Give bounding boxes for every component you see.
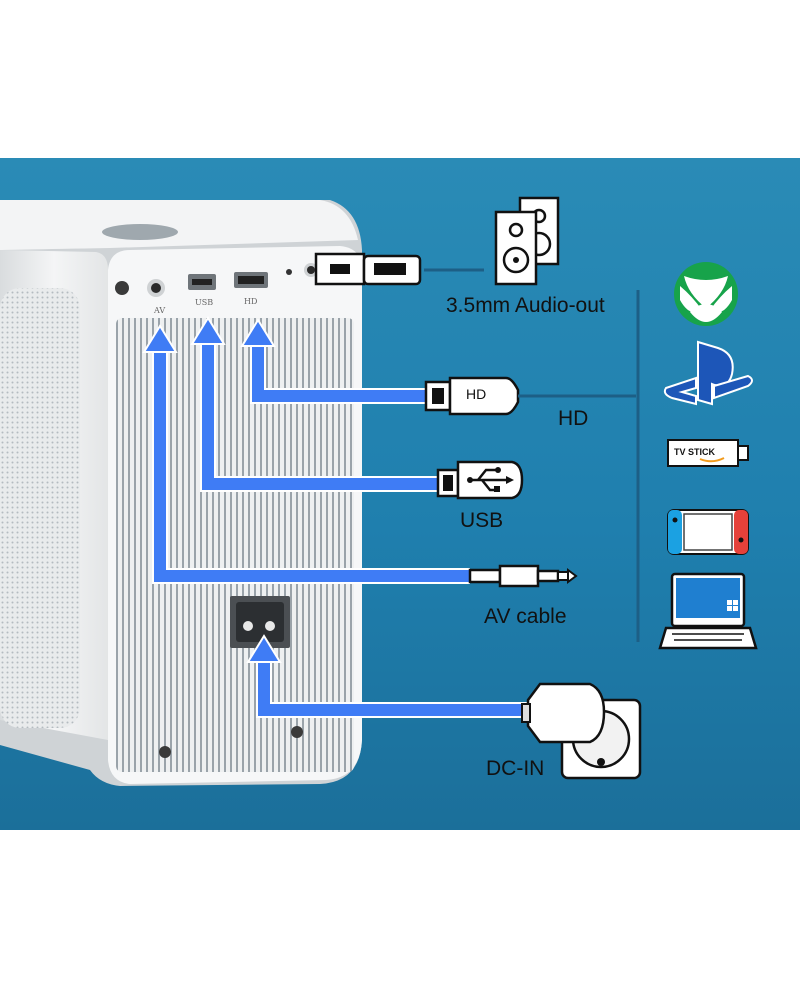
playstation-icon — [663, 340, 753, 406]
usb-plug-icon — [436, 460, 524, 500]
connection-arrows — [152, 342, 530, 718]
tv-stick-label: TV STICK — [674, 447, 716, 457]
audio-out-label: 3.5mm Audio-out — [446, 294, 605, 317]
port-label-hd: HD — [244, 297, 258, 306]
av-cable-label: AV cable — [484, 605, 567, 628]
av-plug-icon — [468, 564, 578, 588]
dc-in-label: DC-IN — [486, 757, 545, 780]
arrow-heads — [142, 316, 282, 663]
tv-stick-icon: TV STICK — [667, 439, 749, 467]
xbox-icon — [674, 262, 738, 326]
hd-plug-label: HD — [466, 386, 487, 402]
audio-plug-icon — [314, 252, 422, 286]
projector — [0, 200, 362, 786]
port-label-usb: USB — [195, 298, 214, 307]
port-label-av: AV — [154, 306, 166, 315]
speaker-icon — [494, 196, 560, 286]
hd-plug-icon — [424, 376, 520, 416]
usb-label: USB — [460, 509, 504, 532]
power-plug-icon — [521, 682, 642, 780]
switch-icon — [667, 509, 749, 555]
laptop-icon — [658, 572, 758, 650]
hd-label: HD — [558, 407, 589, 430]
